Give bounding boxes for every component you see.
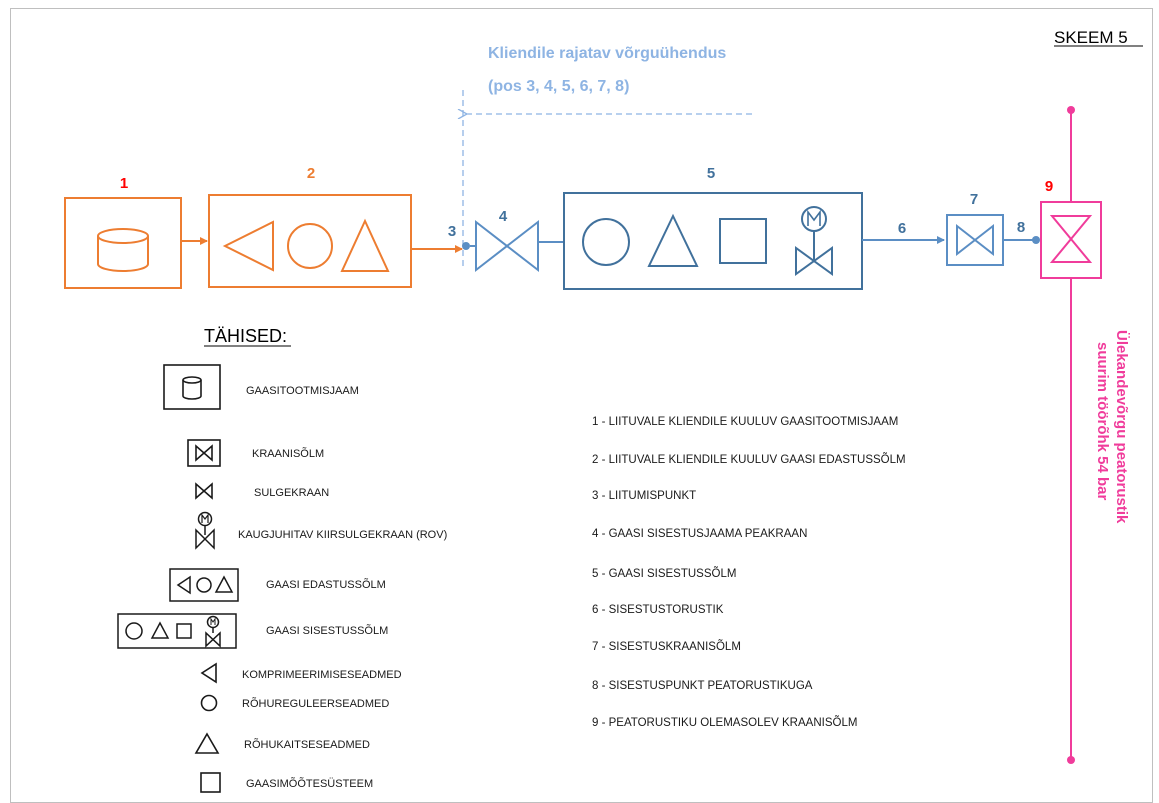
legend-regulator-icon	[200, 694, 218, 712]
legend-injection-node-icon	[117, 613, 237, 649]
legend-protection-icon	[194, 732, 220, 754]
remote-valve-icon	[795, 206, 833, 276]
legend-label-rov: KAUGJUHITAV KIIRSULGEKRAAN (ROV)	[238, 529, 447, 541]
list-item-1: 1 - LIITUVALE KLIENDILE KUULUV GAASITOOT…	[592, 416, 898, 428]
outer-frame	[10, 8, 1153, 803]
gas-production-plant	[64, 197, 182, 289]
main-valve-icon	[475, 219, 539, 273]
gas-transfer-node	[208, 194, 412, 288]
number-8: 8	[1017, 219, 1025, 236]
injection-point	[1032, 236, 1040, 244]
pressure-protection-icon	[647, 213, 699, 267]
svg-text:Ülekandevõrgu peatorustik: Ülekandevõrgu peatorustik	[1113, 330, 1130, 524]
number-3: 3	[448, 223, 456, 240]
list-item-4: 4 - GAASI SISESTUSJAAMA PEAKRAAN	[592, 528, 807, 540]
list-item-9: 9 - PEATORUSTIKU OLEMASOLEV KRAANISÕLM	[592, 716, 857, 729]
metering-icon	[719, 218, 767, 264]
svg-text:suurim töörõhk 54 bar: suurim töörõhk 54 bar	[1094, 342, 1111, 501]
legend-heading: TÄHISED:	[204, 326, 287, 346]
legend-label-valve-node: KRAANISÕLM	[252, 447, 324, 460]
cylinder-icon	[97, 228, 149, 272]
number-5: 5	[707, 165, 715, 182]
legend-label-injection-node: GAASI SISESTUSSÕLM	[266, 624, 388, 637]
client-note-line2: (pos 3, 4, 5, 6, 7, 8)	[488, 78, 629, 95]
number-1: 1	[120, 175, 128, 192]
legend-label-transfer-node: GAASI EDASTUSSÕLM	[266, 578, 386, 591]
legend-production-plant-icon	[163, 364, 221, 410]
legend-label-protection: RÕHUKAITSESEADMED	[244, 738, 370, 751]
list-item-8: 8 - SISESTUSPUNKT PEATORUSTIKUGA	[592, 680, 813, 692]
list-item-6: 6 - SISESTUSTORUSTIK	[592, 604, 724, 616]
client-note-line1: Kliendile rajatav võrguühendus	[488, 45, 726, 62]
legend-compressor-icon	[200, 662, 217, 684]
compressor-icon	[222, 220, 274, 272]
legend-transfer-node-icon	[169, 568, 239, 602]
existing-valve-node	[1040, 201, 1102, 279]
legend-shutoff-valve-icon	[195, 482, 213, 500]
list-item-7: 7 - SISESTUSKRAANISÕLM	[592, 640, 741, 653]
connection-point	[462, 242, 470, 250]
number-9: 9	[1045, 178, 1053, 195]
injection-valve-node	[946, 214, 1004, 266]
list-item-5: 5 - GAASI SISESTUSSÕLM	[592, 567, 736, 580]
pipeline-end-top	[1067, 106, 1075, 114]
pressure-regulator-icon	[287, 223, 333, 269]
legend-metering-icon	[200, 772, 221, 793]
legend-label-production-plant: GAASITOOTMISJAAM	[246, 385, 359, 397]
number-2: 2	[307, 165, 315, 182]
pressure-protection-icon	[340, 218, 390, 272]
gas-injection-node	[563, 192, 863, 290]
pipeline-end-bottom	[1067, 756, 1075, 764]
legend-valve-node-icon	[187, 439, 221, 467]
legend-label-compressor: KOMPRIMEERIMISESEADMED	[242, 669, 402, 681]
main-pipeline-label: Ülekandevõrgu peatorustik suurim töörõhk…	[1094, 330, 1130, 524]
number-7: 7	[970, 191, 978, 208]
legend-label-regulator: RÕHUREGULEERSEADMED	[242, 697, 389, 710]
number-6: 6	[898, 220, 906, 237]
number-4: 4	[499, 208, 508, 225]
legend-label-shutoff-valve: SULGEKRAAN	[254, 487, 329, 499]
list-item-3: 3 - LIITUMISPUNKT	[592, 490, 696, 502]
legend-label-metering: GAASIMÕÕTESÜSTEEM	[246, 777, 373, 790]
pressure-regulator-icon	[582, 218, 630, 266]
scheme-title: SKEEM 5	[1054, 28, 1128, 47]
list-item-2: 2 - LIITUVALE KLIENDILE KUULUV GAASI EDA…	[592, 453, 906, 466]
legend-rov-icon	[195, 511, 215, 550]
